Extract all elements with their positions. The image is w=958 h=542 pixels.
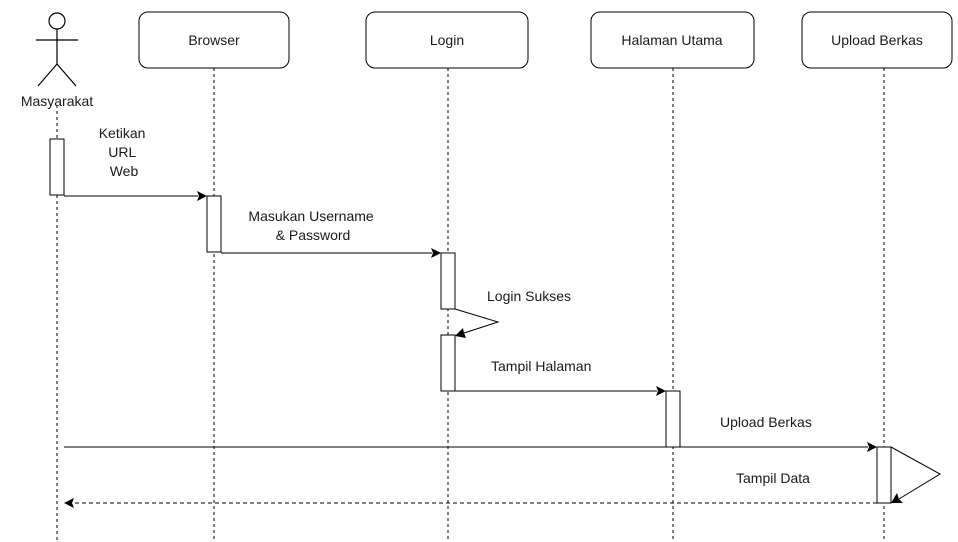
participant-box <box>365 11 529 69</box>
message-label-line: & Password <box>276 227 351 243</box>
activation-masyarakat <box>49 138 65 196</box>
participant-label: Browser <box>188 32 240 48</box>
message-tampil-halaman: Tampil Halaman <box>455 358 666 396</box>
participant-box <box>590 11 755 69</box>
arrowhead-icon <box>64 498 74 508</box>
message-label: Tampil Data <box>736 470 810 486</box>
arrowhead-icon <box>656 386 666 396</box>
message-self-loop <box>890 446 941 500</box>
message-label-line: Masukan Username <box>248 208 373 224</box>
participant-login: Login <box>365 11 529 69</box>
arrowhead-icon <box>455 328 466 338</box>
arrowhead-icon <box>431 248 441 258</box>
arrowhead-icon <box>891 493 903 503</box>
participant-box <box>801 11 953 69</box>
actor-label: Masyarakat <box>21 93 93 109</box>
participant-browser: Browser <box>138 11 290 69</box>
arrowhead-icon <box>197 191 207 201</box>
message-self-loop <box>454 308 500 334</box>
actor-left-leg <box>37 63 58 87</box>
actor-head <box>48 12 66 30</box>
message-upload-berkas: Upload Berkas <box>64 414 877 452</box>
activation-login-2 <box>440 334 456 392</box>
activation-login-1 <box>440 252 456 310</box>
message-tampil-data: Tampil Data <box>64 470 877 508</box>
message-ketikan-url-web: Ketikan URL Web <box>64 125 207 201</box>
participant-box <box>138 11 290 69</box>
message-label: Masukan Username & Password <box>248 208 377 243</box>
participant-label: Halaman Utama <box>621 32 722 48</box>
arrowhead-icon <box>867 442 877 452</box>
participant-upload-berkas: Upload Berkas <box>801 11 953 69</box>
activation-browser <box>206 195 222 253</box>
message-label-line: Web <box>110 163 139 179</box>
activation-halaman-utama <box>665 390 681 448</box>
message-label: Ketikan URL Web <box>99 125 150 179</box>
message-label-line: Ketikan <box>99 125 146 141</box>
message-label: Login Sukses <box>487 288 571 304</box>
activation-upload-berkas <box>876 446 892 504</box>
message-label: Tampil Halaman <box>491 358 591 374</box>
message-label: Upload Berkas <box>720 414 812 430</box>
participant-label: Login <box>430 32 464 48</box>
message-masukan-username-password: Masukan Username & Password <box>221 208 441 258</box>
participant-halaman-utama: Halaman Utama <box>590 11 755 69</box>
participant-label: Upload Berkas <box>831 32 923 48</box>
message-label-line: URL <box>108 144 136 160</box>
message-upload-self-loop <box>890 446 941 503</box>
message-login-sukses: Login Sukses <box>454 288 571 338</box>
actor-right-leg <box>56 63 77 87</box>
actor-masyarakat: Masyarakat <box>21 12 93 109</box>
